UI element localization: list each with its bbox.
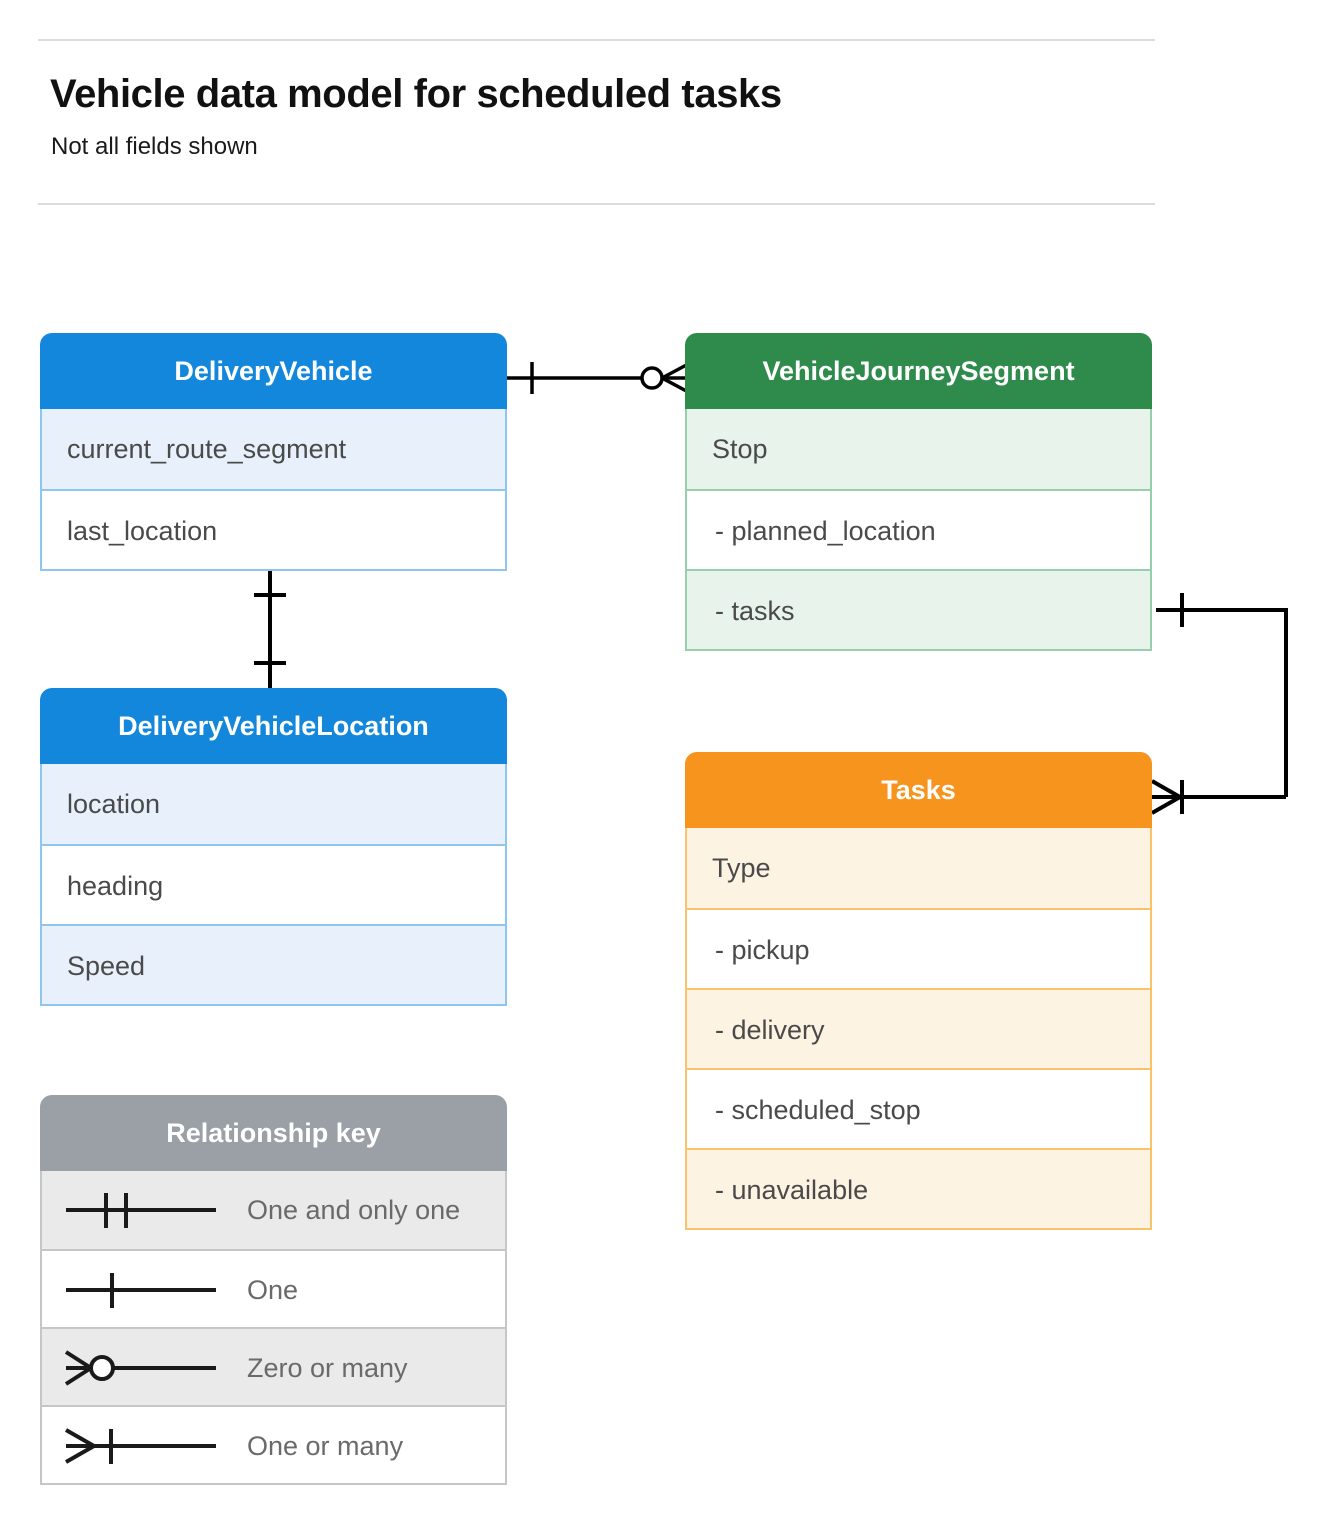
header-divider-top <box>38 39 1155 41</box>
legend-rows: One and only one One <box>40 1171 507 1485</box>
field-row: last_location <box>42 489 505 569</box>
field-row: - scheduled_stop <box>687 1068 1150 1148</box>
field-row: - planned_location <box>687 489 1150 569</box>
entity-deliveryvehicle-fields: current_route_segment last_location <box>40 409 507 571</box>
field-row: heading <box>42 844 505 924</box>
legend-item-label: One <box>247 1275 299 1305</box>
entity-deliveryvehicle-title: DeliveryVehicle <box>40 333 507 409</box>
page-subtitle: Not all fields shown <box>51 133 258 160</box>
legend-item-label: One or many <box>247 1431 404 1461</box>
field-row: - tasks <box>687 569 1150 649</box>
connector-vehiclejourneysegment-tasks <box>1150 580 1325 830</box>
field-row: Speed <box>42 924 505 1004</box>
field-row: - delivery <box>687 988 1150 1068</box>
legend-item: Zero or many <box>42 1327 505 1405</box>
field-row: Type <box>687 828 1150 908</box>
field-row: current_route_segment <box>42 409 505 489</box>
entity-tasks-fields: Type - pickup - delivery - scheduled_sto… <box>685 828 1152 1230</box>
page-title: Vehicle data model for scheduled tasks <box>50 72 782 116</box>
entity-tasks-title: Tasks <box>685 752 1152 828</box>
one-icon <box>64 1251 234 1327</box>
one-or-many-icon <box>64 1407 234 1483</box>
one-and-only-one-icon <box>64 1171 234 1249</box>
entity-deliveryvehiclelocation[interactable]: DeliveryVehicleLocation location heading… <box>40 688 507 1006</box>
field-row: - unavailable <box>687 1148 1150 1228</box>
legend-title: Relationship key <box>40 1095 507 1171</box>
entity-vehiclejourneysegment[interactable]: VehicleJourneySegment Stop - planned_loc… <box>685 333 1152 651</box>
field-row: Stop <box>687 409 1150 489</box>
entity-vehiclejourneysegment-title: VehicleJourneySegment <box>685 333 1152 409</box>
connector-deliveryvehicle-deliveryvehiclelocation <box>240 565 300 695</box>
legend-item: One and only one <box>42 1171 505 1249</box>
entity-vehiclejourneysegment-fields: Stop - planned_location - tasks <box>685 409 1152 651</box>
legend-item: One <box>42 1249 505 1327</box>
legend-item-label: One and only one <box>247 1195 461 1225</box>
legend-item-label: Zero or many <box>247 1353 408 1383</box>
legend-relationship-key: Relationship key One and only one <box>40 1095 507 1485</box>
header-divider-bottom <box>38 203 1155 205</box>
entity-tasks[interactable]: Tasks Type - pickup - delivery - schedul… <box>685 752 1152 1230</box>
legend-item: One or many <box>42 1405 505 1483</box>
entity-deliveryvehiclelocation-title: DeliveryVehicleLocation <box>40 688 507 764</box>
connector-deliveryvehicle-vehiclejourneysegment <box>500 348 695 408</box>
entity-deliveryvehiclelocation-fields: location heading Speed <box>40 764 507 1006</box>
field-row: - pickup <box>687 908 1150 988</box>
entity-deliveryvehicle[interactable]: DeliveryVehicle current_route_segment la… <box>40 333 507 571</box>
zero-or-many-icon <box>64 1329 234 1405</box>
field-row: location <box>42 764 505 844</box>
